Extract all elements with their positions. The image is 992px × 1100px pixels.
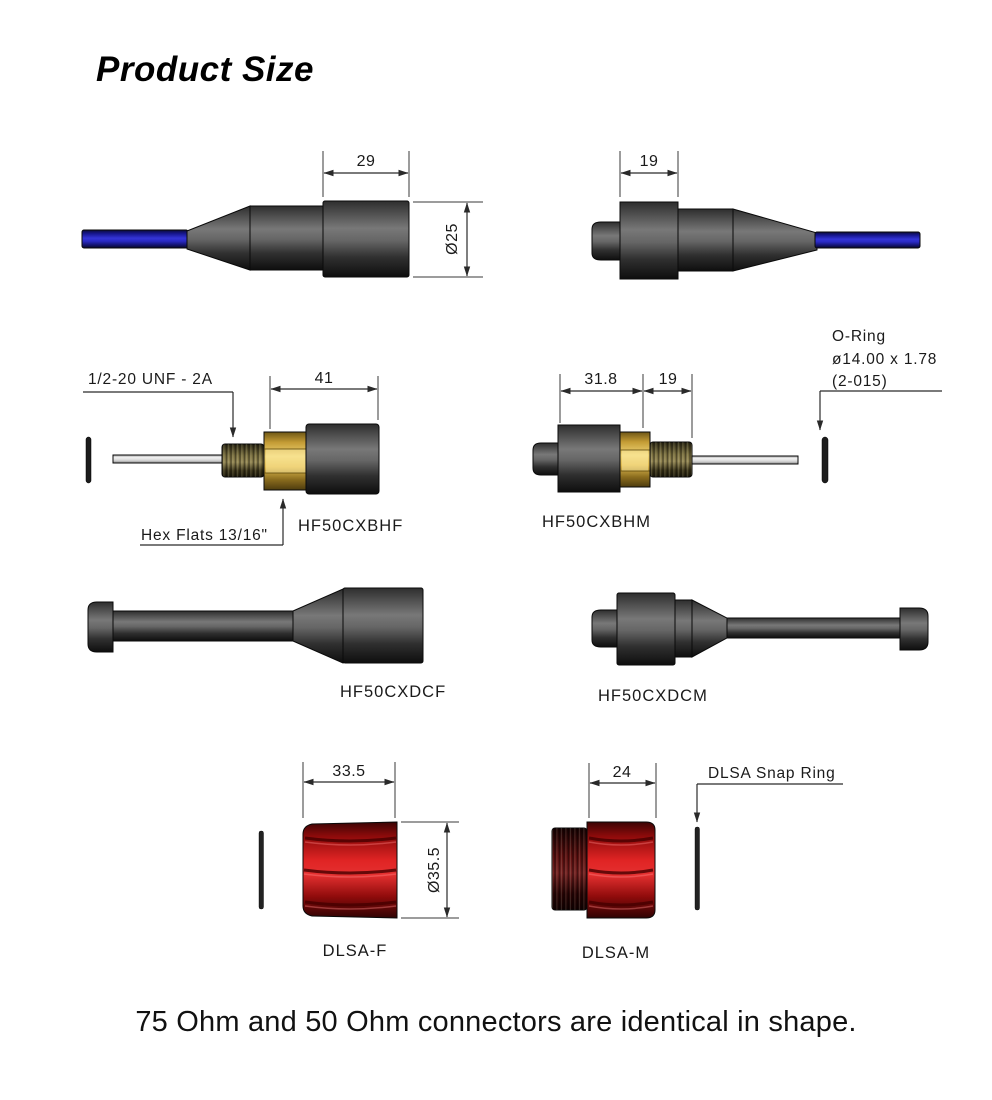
dim-text-41: 41 [315,370,334,387]
red-knurled-cap [302,821,398,919]
strain-relief-cone [186,205,251,271]
fig-cable-assembly-male: 19 [591,151,921,280]
o-ring-side-view [821,436,829,484]
center-pin [112,454,224,464]
o-ring-text-line1: O-Ring [832,328,886,345]
cap-groove [588,836,654,843]
cone [691,599,728,658]
dim-text-24: 24 [613,764,632,781]
fig-cable-assembly-female: 29 Ø25 [81,151,483,278]
hex-nut-facet [622,450,648,471]
cable-blue [814,231,921,249]
cable-blue [81,229,189,249]
red-knurled-cap [586,821,656,919]
callout-hex-flats: Hex Flats 13/16" [140,498,287,546]
model-label-hf50cxdcf: HF50CXDCF [340,683,446,701]
dim-diameter-25: Ø25 [413,201,483,278]
cap-body [342,587,424,664]
end-cap [87,601,114,653]
dim-thread-19: 19 [643,371,692,395]
shaft [112,610,294,642]
dim-length-24: 24 [588,763,657,818]
dim-diameter-35-5: Ø35.5 [401,821,459,919]
end-cap [899,607,929,651]
fig-dlsa-male: 24 DLSA Snap Ring DLSA-M [551,763,843,962]
dim-length-33-5: 33.5 [302,762,396,818]
o-ring-text-line3: (2-015) [832,373,888,390]
model-label-dlsa-f: DLSA-F [323,942,388,960]
cap-body [616,592,676,666]
dim-text-29: 29 [357,153,376,170]
fig-dust-cap-female: HF50CXDCF [87,587,446,701]
cap-groove [588,868,654,875]
snap-ring-side-view [258,830,264,910]
dim-text-33-5: 33.5 [332,763,365,780]
callout-o-ring: O-Ring ø14.00 x 1.78 (2-015) [816,328,942,431]
connector-mid-body [677,208,734,272]
cap-groove [303,868,397,875]
fig-dust-cap-male: HF50CXDCM [591,592,929,705]
step-ring [674,599,693,658]
o-ring-text-line2: ø14.00 x 1.78 [832,351,937,368]
connector-body [557,424,621,493]
fig-dlsa-female: 33.5 Ø35.5 DLSA-F [258,762,459,960]
model-label-hf50cxbhm: HF50CXBHM [542,513,651,531]
page-title: Product Size [96,50,314,89]
shaft [726,617,901,639]
interface-tip [591,221,621,261]
hex-nut [263,431,309,491]
thread-texture [650,442,692,477]
model-label-hf50cxbhf: HF50CXBHF [298,517,403,535]
connector-coupling-body [322,200,410,278]
dim-text-19: 19 [640,153,659,170]
snap-ring-text: DLSA Snap Ring [708,765,836,782]
dim-text-dia35-5: Ø35.5 [426,847,443,893]
callout-thread-spec: 1/2-20 UNF - 2A [83,371,237,438]
model-label-hf50cxdcm: HF50CXDCM [598,687,708,705]
connector-mid-body [249,205,324,271]
hex-flats-text: Hex Flats 13/16" [141,527,268,544]
snap-ring-side-view [694,826,700,911]
thread-texture [552,828,587,910]
model-label-dlsa-m: DLSA-M [582,944,650,962]
o-ring-side-view [85,436,92,484]
interface-tip [532,442,559,476]
dim-length-19: 19 [619,151,679,197]
dim-text-19b: 19 [659,371,678,388]
fig-bulkhead-female: 1/2-20 UNF - 2A 41 Hex Flats 13/16" HF50… [83,370,403,546]
thread-spec-text: 1/2-20 UNF - 2A [88,371,213,388]
hex-nut-facet [266,449,306,473]
cone [292,588,344,664]
cap-groove [304,900,397,907]
dim-text-31-8: 31.8 [584,371,617,388]
coupling-nut [619,201,679,280]
dim-body-31-8: 31.8 [559,371,693,438]
cap-groove [304,836,397,843]
center-pin [691,455,799,465]
footnote-text: 75 Ohm and 50 Ohm connectors are identic… [135,1006,857,1038]
connector-body [305,423,380,495]
dim-length-29: 29 [322,151,410,197]
interface-tip [591,609,618,648]
fig-bulkhead-male: 31.8 19 HF50CXBHM O-Ring ø14.00 x 1.78 (… [532,328,942,531]
cap-groove [588,900,654,907]
strain-relief-cone [732,208,818,272]
dim-length-41: 41 [269,370,379,429]
dim-text-dia25: Ø25 [444,223,461,255]
callout-snap-ring: DLSA Snap Ring [693,765,843,823]
thread-texture [222,444,264,477]
